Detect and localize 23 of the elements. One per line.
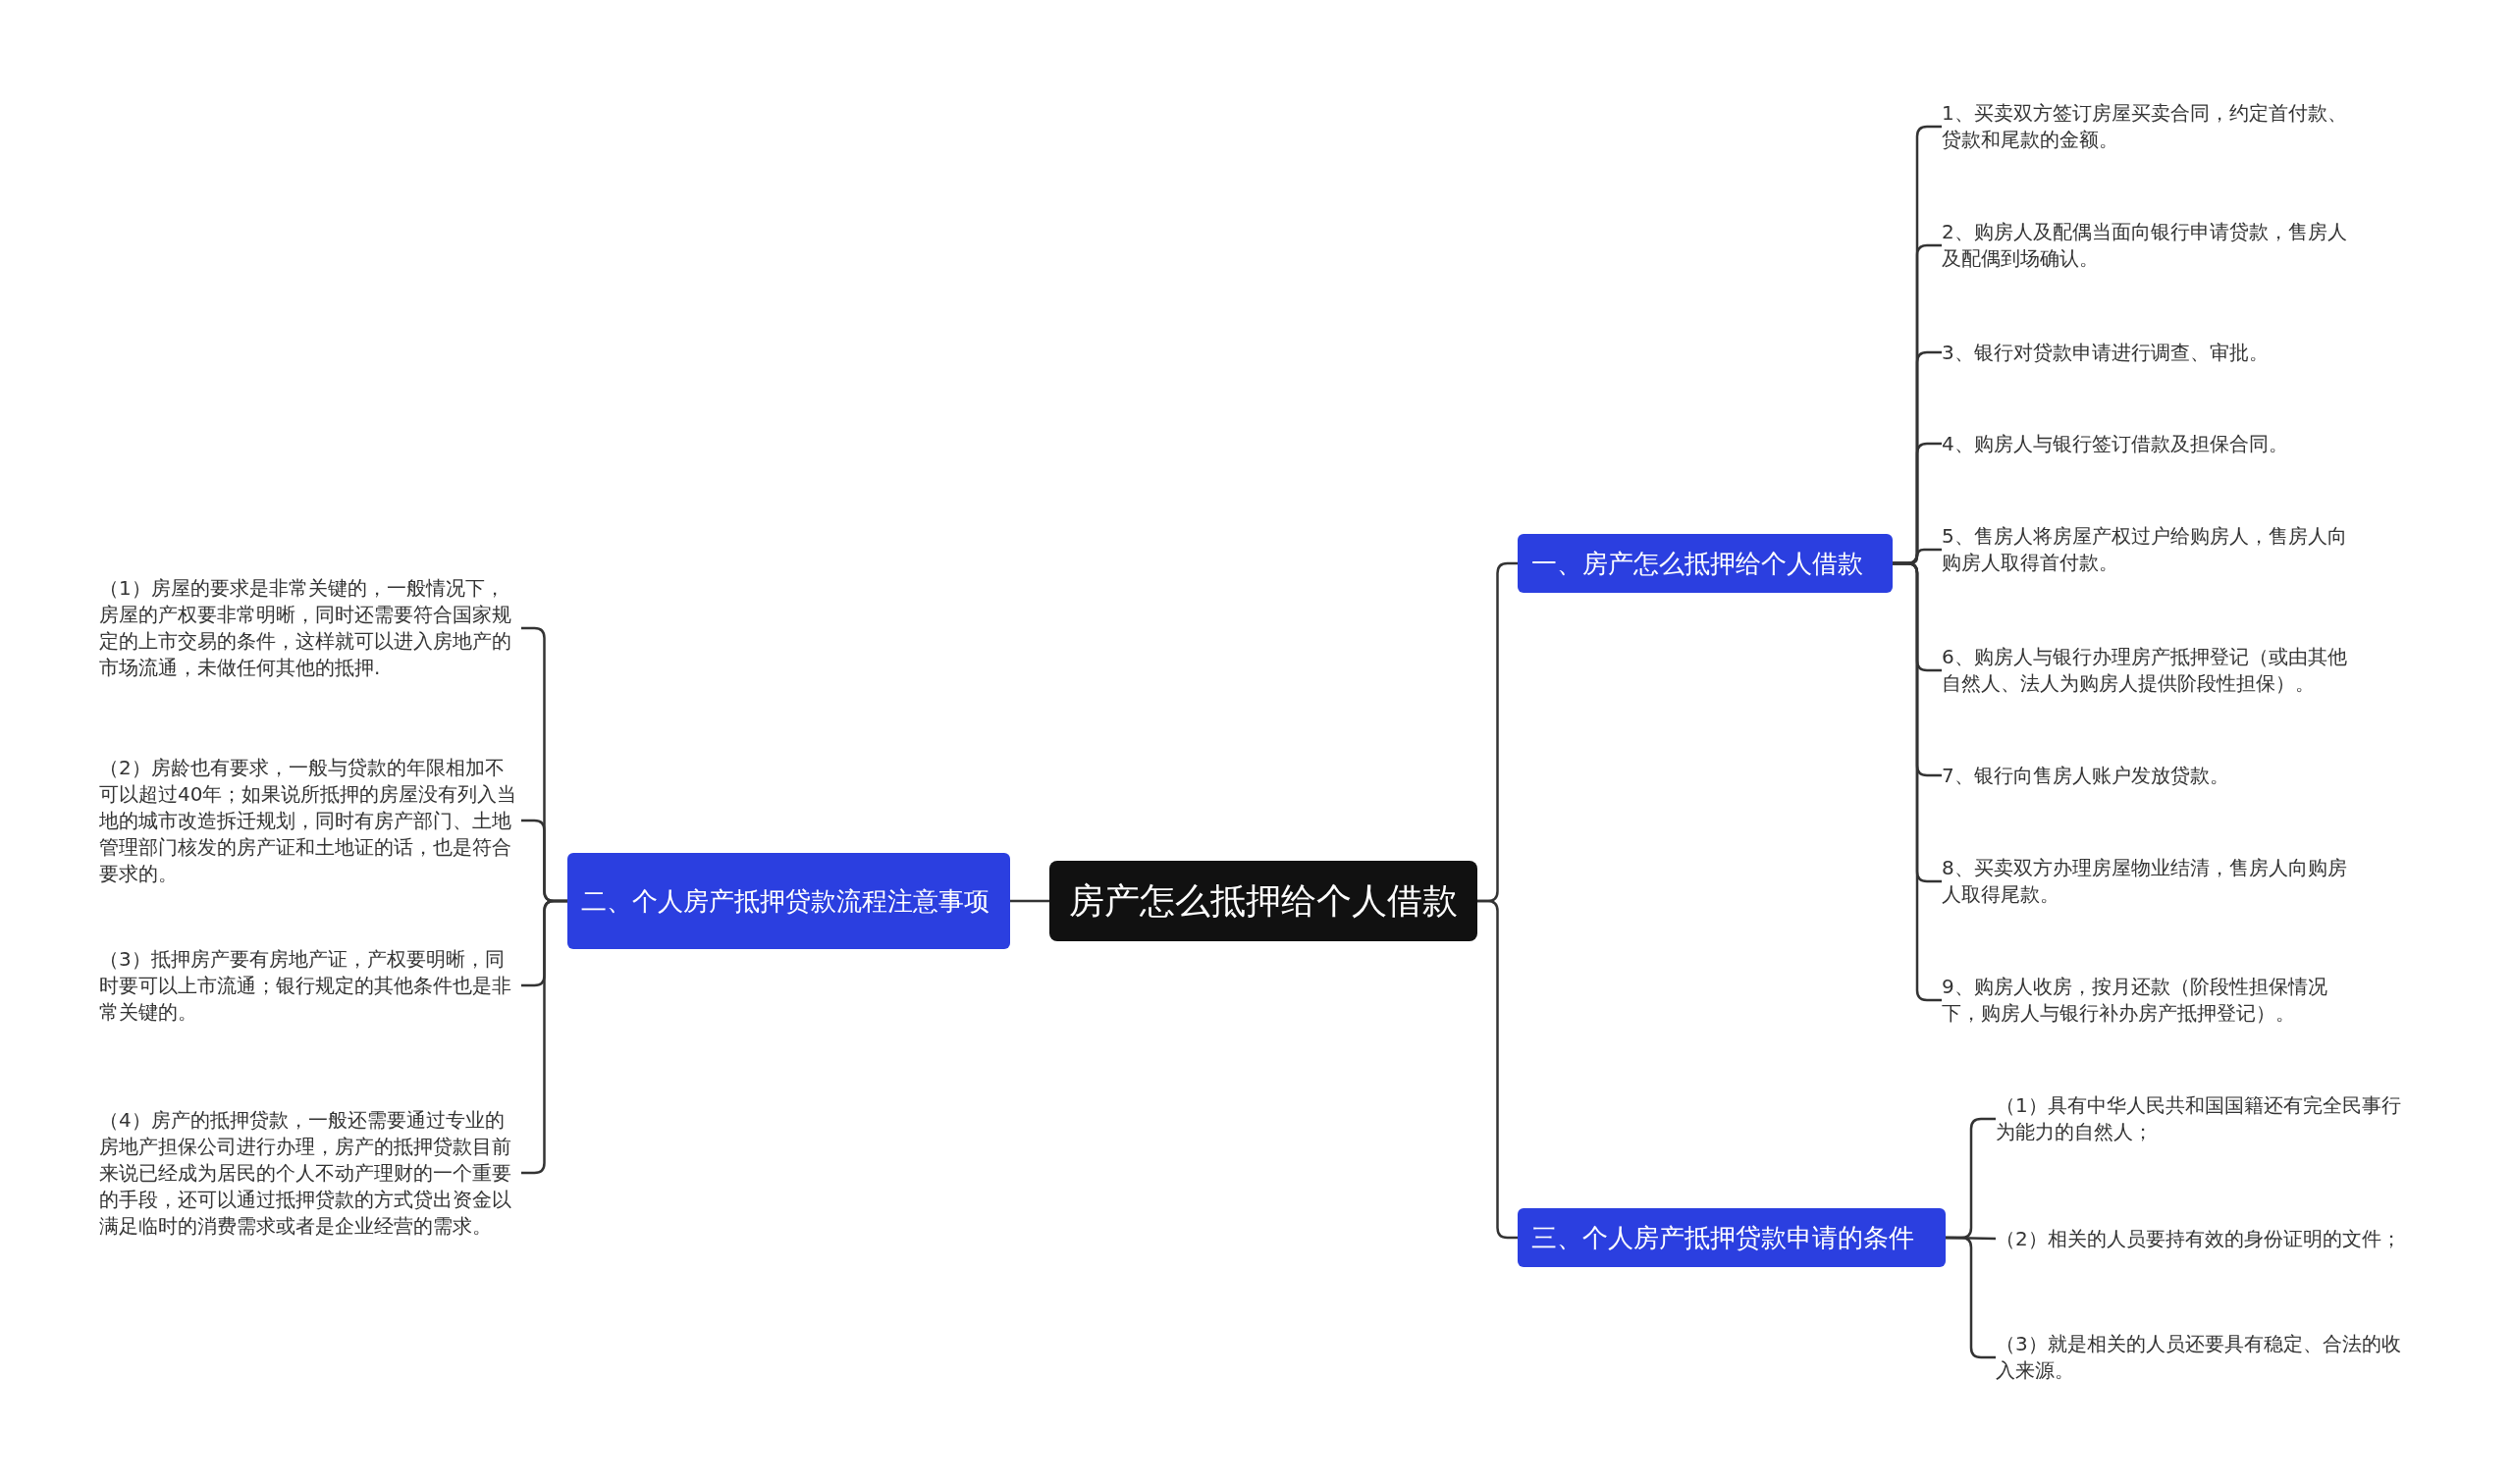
topic-text: 3、银行对贷款申请进行调查、审批。 [1942, 339, 2364, 366]
topic-text: 1、买卖双方签订房屋买卖合同，约定首付款、贷款和尾款的金额。 [1942, 100, 2364, 153]
branch-topic-box: 二、个人房产抵押贷款流程注意事项 [567, 853, 1010, 949]
topic-text: （3）抵押房产要有房地产证，产权要明晰，同时要可以上市流通；银行规定的其他条件也是非常关键的。 [99, 945, 521, 1026]
topic-text: （4）房产的抵押贷款，一般还需要通过专业的房地产担保公司进行办理，房产的抵押贷款目前来说已经成为居民的个人不动产理财的一个重要的手段，还可以通过抵押贷款的方式贷出资金以满足临时的消费需求或者是企业经营的需求。 [99, 1106, 521, 1240]
topic-text: 2、购房人及配偶当面向银行申请贷款，售房人及配偶到场确认。 [1942, 219, 2364, 272]
topic-text: 5、售房人将房屋产权过户给购房人，售房人向购房人取得首付款。 [1942, 523, 2364, 576]
topic-text: （2）相关的人员要持有效的身份证明的文件； [1996, 1225, 2418, 1252]
topic-text: （3）就是相关的人员还要具有稳定、合法的收入来源。 [1996, 1331, 2418, 1384]
topic-text: （2）房龄也有要求，一般与贷款的年限相加不可以超过40年；如果说所抵押的房屋没有列入当地的城市改造拆迁规划，同时有房产部门、土地管理部门核发的房产证和土地证的话，也是符合要求的。 [99, 754, 521, 887]
topic-text: 4、购房人与银行签订借款及担保合同。 [1942, 430, 2364, 457]
topic-text: 6、购房人与银行办理房产抵押登记（或由其他自然人、法人为购房人提供阶段性担保）。 [1942, 644, 2364, 697]
topic-text: 8、买卖双方办理房屋物业结清，售房人向购房人取得尾款。 [1942, 855, 2364, 908]
root-topic-box: 房产怎么抵押给个人借款 [1049, 861, 1477, 941]
connector-line [1477, 899, 1518, 1240]
connector-line [1010, 899, 1049, 903]
branch-topic-box: 一、房产怎么抵押给个人借款 [1518, 534, 1893, 593]
branch-topic-box: 三、个人房产抵押贷款申请的条件 [1518, 1208, 1946, 1267]
topic-text: （1）具有中华人民共和国国籍还有完全民事行为能力的自然人； [1996, 1092, 2418, 1145]
topic-text: （1）房屋的要求是非常关键的，一般情况下，房屋的产权要非常明晰，同时还需要符合国家规定的上市交易的条件，这样就可以进入房地产的市场流通，未做任何其他的抵押. [99, 575, 521, 681]
connector-line [1893, 561, 1942, 1002]
topic-text: 7、银行向售房人账户发放贷款。 [1942, 762, 2364, 789]
topic-text: 9、购房人收房，按月还款（阶段性担保情况下，购房人与银行补办房产抵押登记）。 [1942, 974, 2364, 1027]
